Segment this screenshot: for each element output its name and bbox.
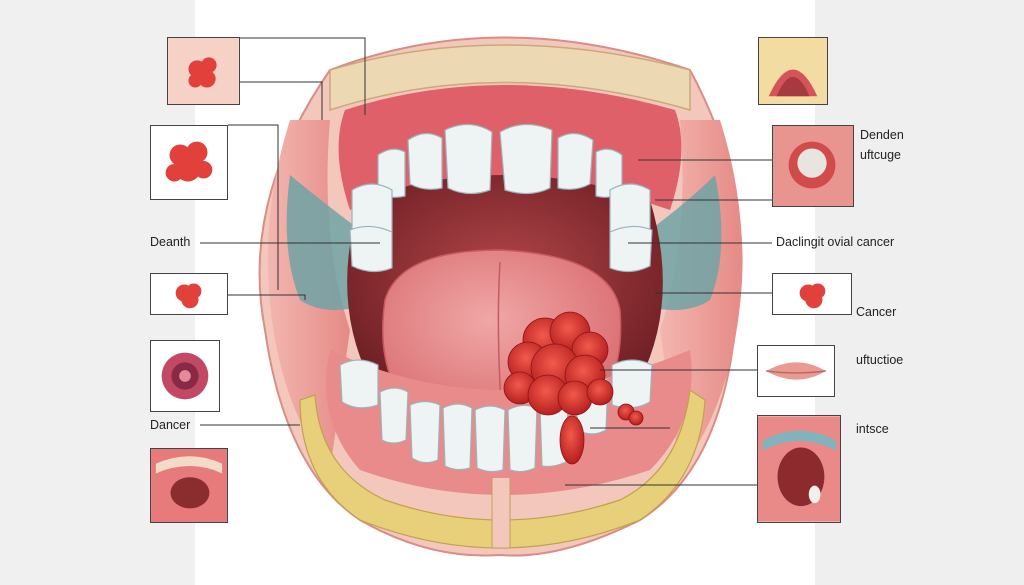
thumbnail-lesion-right (772, 273, 852, 315)
thumbnail-oral-interior (757, 415, 841, 523)
label-right-6: intsce (856, 422, 889, 436)
thumbnail-ulcer (150, 340, 220, 412)
upper-teeth (349, 123, 653, 273)
chin-notch (491, 478, 511, 549)
label-right-1: Denden (860, 128, 904, 142)
label-left-2: Dancer (150, 418, 191, 432)
jaw-bone (299, 388, 706, 549)
label-right-3: Daclingit ovial cancer (776, 235, 895, 249)
small-lesion (559, 403, 644, 465)
label-right-2: uftcuge (860, 148, 902, 162)
label-right-4: Cancer (856, 305, 897, 319)
thumbnail-white-lesion (772, 125, 854, 207)
thumbnail-lip (757, 345, 835, 397)
label-right-5: uftuctioe (856, 353, 904, 367)
thumbnail-lesion-2 (150, 125, 228, 200)
thumbnail-lesion-1 (167, 37, 240, 105)
leader-lines (200, 37, 772, 486)
tumor-lesion (503, 311, 614, 416)
upper-lip-band (329, 44, 691, 112)
thumbnail-lesion-3 (150, 273, 228, 315)
label-left-1: Deanth (150, 235, 191, 249)
thumbnail-throat (150, 448, 228, 523)
thumbnail-palate (758, 37, 828, 105)
lower-teeth (339, 359, 653, 473)
